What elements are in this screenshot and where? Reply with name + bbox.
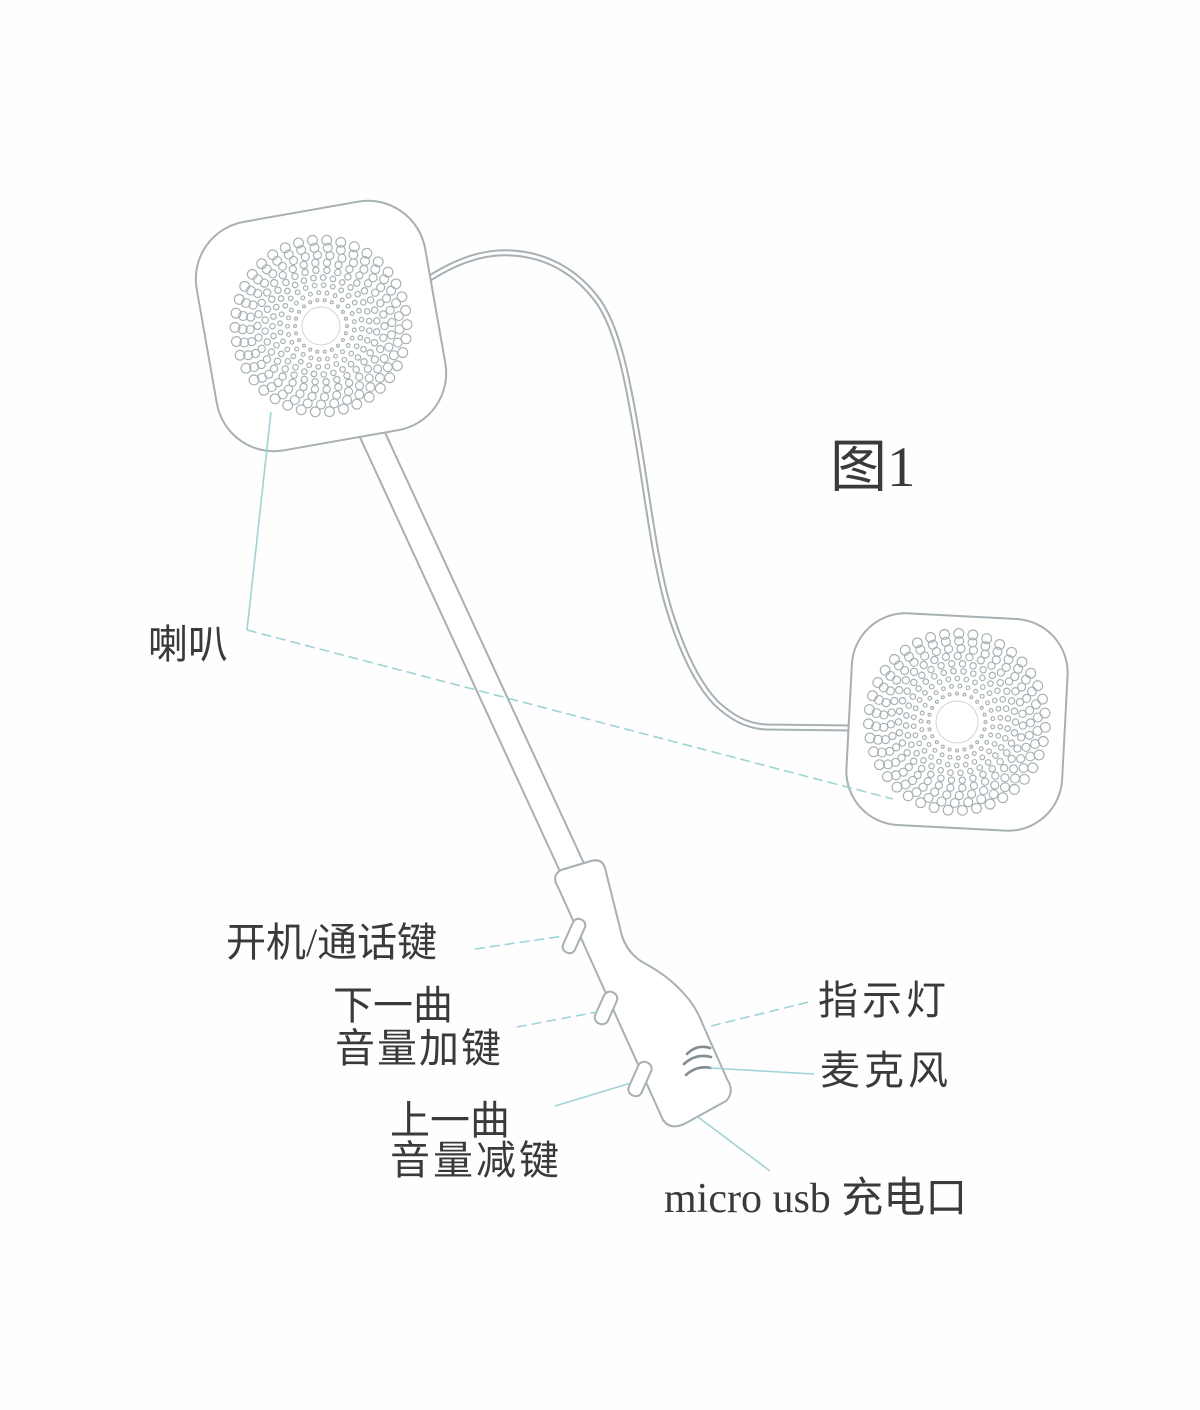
speaker-wire [414,249,855,732]
charging-port-leader [697,1116,771,1172]
control-module [554,859,732,1128]
figure-title: 图1 [830,436,916,499]
power-call-leader [474,935,565,950]
volume-down-key-label: 音量减键 [390,1138,562,1183]
control-module-body [554,859,732,1128]
speaker-leader-right [246,629,894,800]
volume-up-key-label: 音量加键 [335,1026,503,1071]
microphone-leader [709,1067,815,1075]
right-speaker-grille [863,628,1051,816]
indicator-leader [710,1000,814,1027]
speaker-leader-left [246,411,272,631]
power-call-key-label: 开机/通话键 [226,920,438,965]
leader-lines [246,411,894,1172]
right-speaker [845,612,1069,832]
volume-up-leader [516,1011,598,1028]
microphone-boom [351,412,588,879]
prev-track-label: 上一曲 [390,1098,510,1143]
next-track-label: 下一曲 [333,983,453,1028]
volume-up-button [593,990,619,1026]
volume-down-button [627,1060,653,1098]
charging-port-label: micro usb 充电口 [664,1176,968,1222]
power-call-button [561,917,587,955]
indicator-light-label: 指示灯 [818,978,950,1023]
volume-down-leader [554,1082,632,1107]
left-speaker-grille [229,234,413,418]
microphone-label: 麦克风 [820,1048,952,1093]
microphone-icon [682,1045,713,1077]
left-speaker [194,199,448,453]
speaker-label: 喇叭 [148,622,228,667]
